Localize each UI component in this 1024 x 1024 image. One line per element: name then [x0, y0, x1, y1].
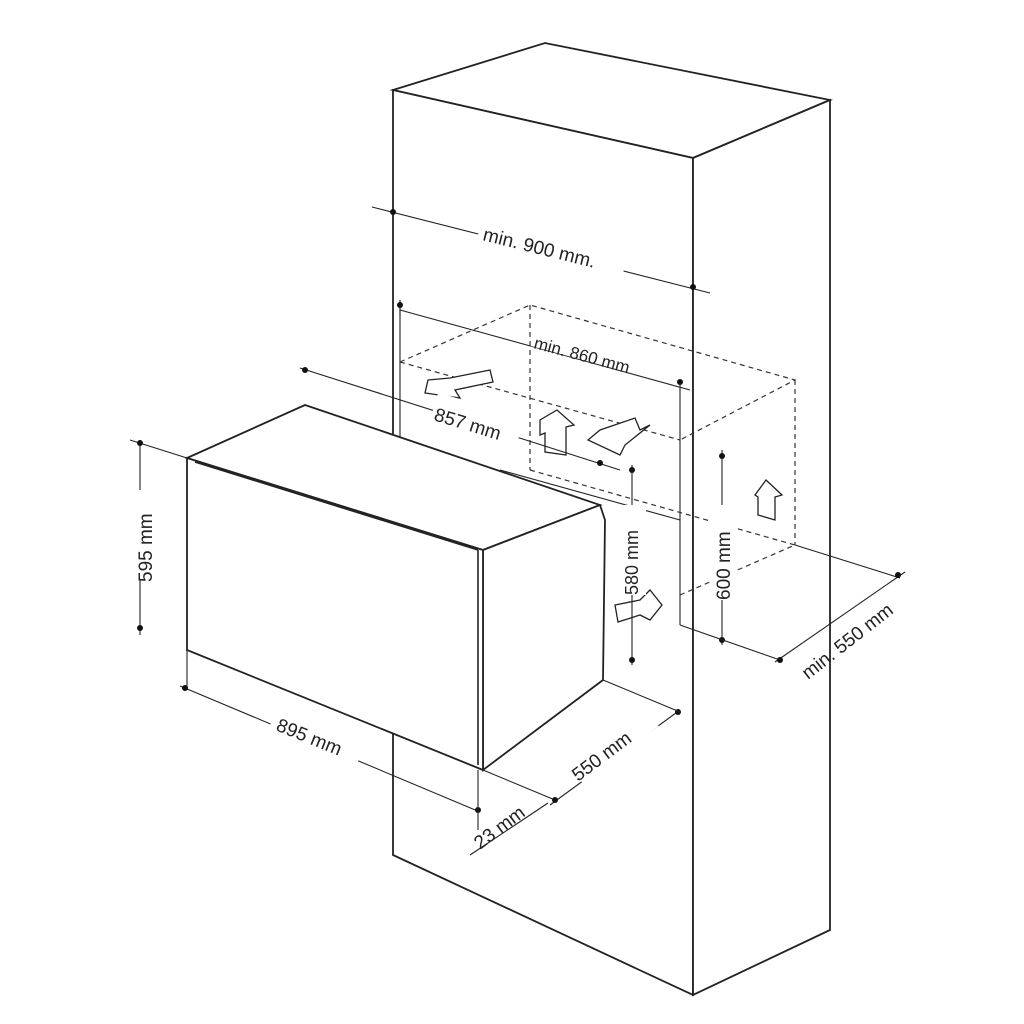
label-oven-body-height: 580 mm: [622, 530, 642, 595]
label-niche-height: 600 mm: [714, 531, 735, 600]
arrow-icon: [586, 417, 651, 456]
label-oven-height: 595 mm: [136, 513, 157, 582]
arrow-icon: [424, 369, 494, 399]
arrow-icon: [539, 409, 576, 456]
oven: [184, 404, 606, 772]
airflow-arrows: [424, 369, 784, 623]
arrow-icon: [614, 589, 663, 623]
arrow-icon: [754, 479, 784, 521]
cabinet-side: [692, 98, 831, 997]
